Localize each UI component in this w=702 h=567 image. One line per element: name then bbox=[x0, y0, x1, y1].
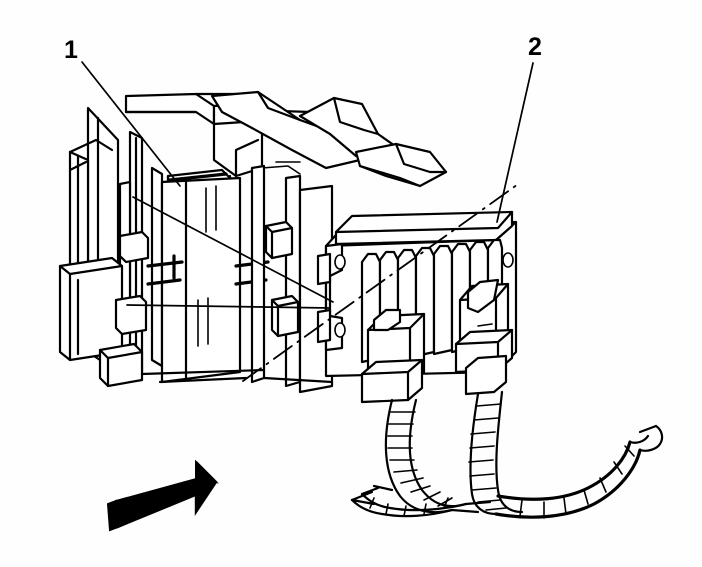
callout-number-1: 1 bbox=[64, 36, 78, 64]
harness-connector-right bbox=[454, 278, 514, 396]
callout-number-2: 2 bbox=[528, 33, 542, 61]
assembly-centerline bbox=[242, 181, 522, 382]
installation-direction-arrow bbox=[106, 459, 219, 532]
mounting-bracket-assembly bbox=[58, 90, 448, 394]
harness-connector-left bbox=[360, 308, 426, 404]
control-module-assembly bbox=[316, 210, 518, 404]
wiring-harness bbox=[350, 390, 664, 519]
